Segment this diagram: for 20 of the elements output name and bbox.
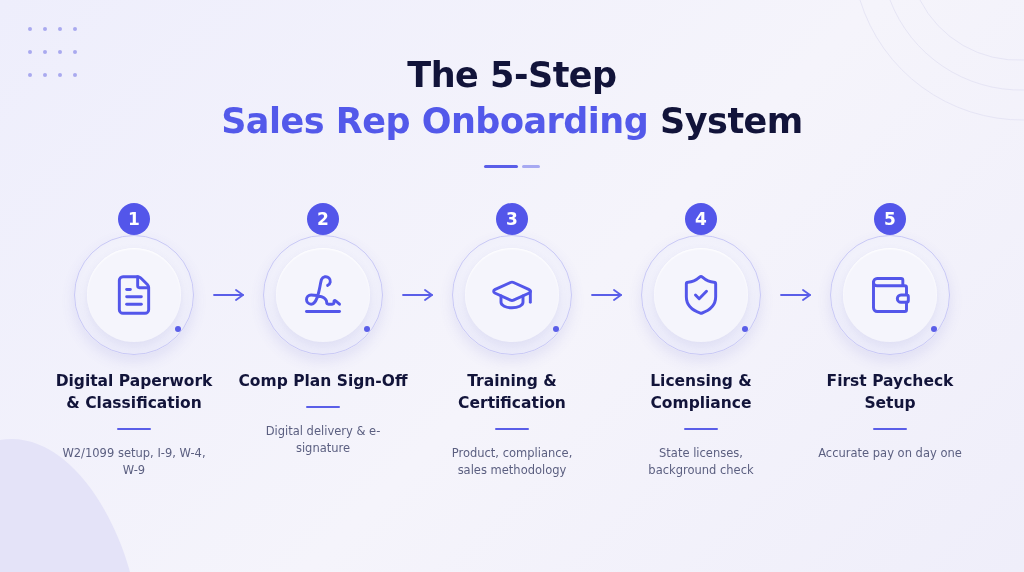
step-heading: Digital Paperwork & Classification [54, 371, 214, 414]
arrow [402, 289, 433, 301]
step-number: 5 [874, 203, 906, 235]
step-description: State licenses, background check [647, 445, 755, 479]
step-description: Digital delivery & e-signature [264, 423, 382, 457]
step-heading: First Paycheck Setup [825, 371, 955, 414]
arrow [591, 289, 622, 301]
arrow [780, 289, 811, 301]
step-number: 1 [118, 203, 150, 235]
step-number: 3 [496, 203, 528, 235]
step-description: Product, compliance, sales methodology [450, 445, 574, 479]
step-heading: Comp Plan Sign-Off [238, 371, 408, 392]
step-description: W2/1099 setup, I-9, W-4, W-9 [61, 445, 207, 479]
step-number: 4 [685, 203, 717, 235]
step-number: 2 [307, 203, 339, 235]
step-description: Accurate pay on day one [817, 445, 963, 462]
step-heading: Training & Certification [457, 371, 567, 414]
title: The 5-Step Sales Rep Onboarding System [220, 54, 804, 143]
arrow [213, 289, 244, 301]
step-heading: Licensing & Compliance [649, 371, 753, 414]
